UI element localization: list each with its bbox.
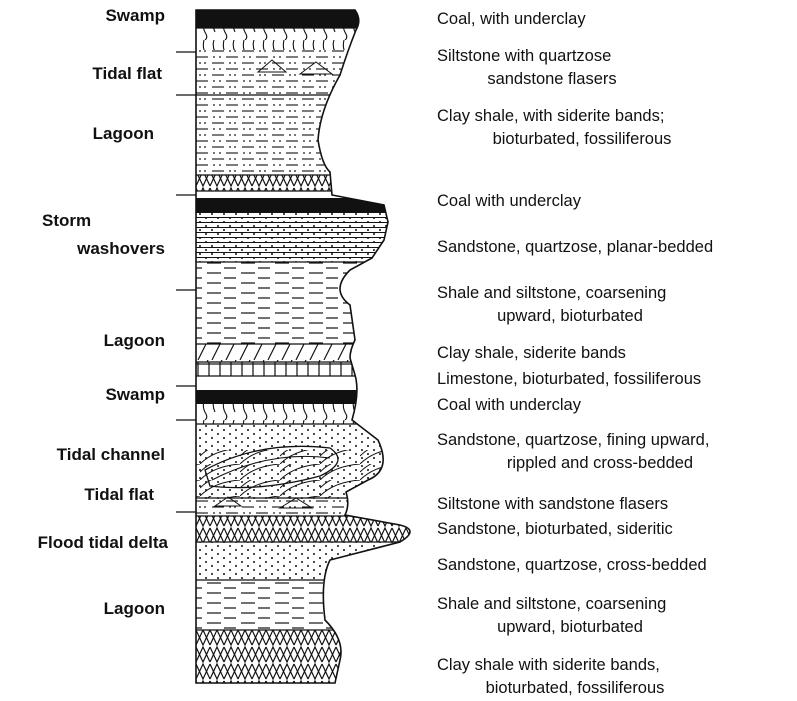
- lithology-label: Sandstone, quartzose, planar-bedded: [437, 238, 713, 256]
- clay-shale-layer: [196, 95, 396, 175]
- environment-label: Swamp: [105, 6, 165, 25]
- coal-layer: [196, 390, 396, 404]
- lithology-label: sandstone flasers: [487, 70, 616, 88]
- environment-labels: Swamp Tidal flat Lagoon Storm washovers …: [38, 6, 169, 618]
- underclay-layer: [196, 404, 396, 424]
- lithology-labels: Coal, with underclay Siltstone with quar…: [437, 10, 713, 697]
- lithology-label: upward, bioturbated: [497, 307, 643, 325]
- coal-layer: [196, 198, 396, 212]
- environment-label: Tidal channel: [57, 445, 165, 464]
- lithology-label: rippled and cross-bedded: [507, 454, 693, 472]
- shale-siltstone-layer: [196, 580, 396, 630]
- lithology-label: Shale and siltstone, coarsening: [437, 284, 666, 302]
- environment-label: Lagoon: [93, 124, 154, 143]
- lithology-label: Limestone, bioturbated, fossiliferous: [437, 370, 701, 388]
- environment-label: washovers: [76, 239, 165, 258]
- stratigraphic-column: [196, 10, 420, 683]
- lithology-label: bioturbated, fossiliferous: [493, 130, 672, 148]
- siltstone-flaser-layer: [196, 498, 396, 516]
- siderite-band-layer: [196, 175, 396, 191]
- sideritic-sandstone-layer: [196, 516, 416, 542]
- lithology-label: bioturbated, fossiliferous: [486, 679, 665, 697]
- lithology-label: Sandstone, bioturbated, sideritic: [437, 520, 673, 538]
- environment-label: Swamp: [105, 385, 165, 404]
- limestone-layer: [196, 362, 396, 376]
- shale-siltstone-layer: [196, 262, 396, 344]
- environment-label: Flood tidal delta: [38, 533, 169, 552]
- underclay-layer: [196, 28, 396, 50]
- environment-label: Tidal flat: [92, 64, 162, 83]
- lithology-label: Sandstone, quartzose, fining upward,: [437, 431, 709, 449]
- lithology-label: Siltstone with quartzose: [437, 47, 611, 65]
- lithology-label: Siltstone with sandstone flasers: [437, 495, 668, 513]
- lithology-label: Clay shale with siderite bands,: [437, 656, 660, 674]
- channel-crossbed-layer: [196, 450, 396, 498]
- environment-ticks: [176, 52, 196, 512]
- lithology-label: Coal with underclay: [437, 192, 582, 210]
- coal-layer: [196, 10, 396, 28]
- lithology-label: upward, bioturbated: [497, 618, 643, 636]
- environment-label: Storm: [42, 211, 91, 230]
- lithology-label: Coal, with underclay: [437, 10, 586, 28]
- lithology-label: Coal with underclay: [437, 396, 582, 414]
- crossbedded-sandstone-layer: [196, 542, 396, 580]
- environment-label: Lagoon: [104, 331, 165, 350]
- planar-sandstone-dots: [196, 212, 396, 262]
- lithology-label: Shale and siltstone, coarsening: [437, 595, 666, 613]
- environment-label: Lagoon: [104, 599, 165, 618]
- siltstone-flaser-layer: [196, 50, 396, 95]
- lithology-label: Sandstone, quartzose, cross-bedded: [437, 556, 707, 574]
- lithology-label: Clay shale, with siderite bands;: [437, 107, 664, 125]
- environment-label: Tidal flat: [84, 485, 154, 504]
- siderite-band-layer: [196, 630, 396, 683]
- siderite-band-layer: [196, 344, 396, 362]
- lithology-label: Clay shale, siderite bands: [437, 344, 626, 362]
